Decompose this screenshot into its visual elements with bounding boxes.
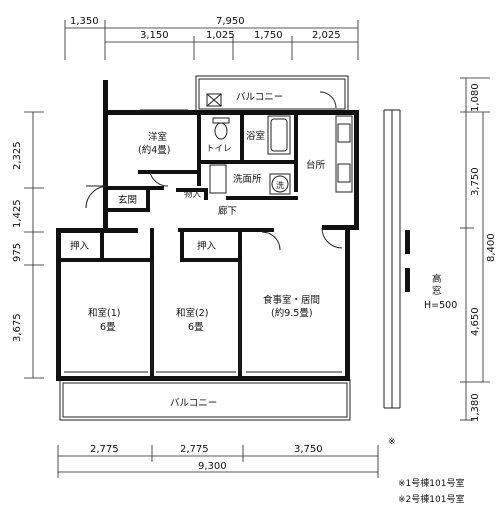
dim-right-seg-2: 3,750 (470, 167, 481, 196)
dining-size: (約9.5畳) (271, 307, 313, 319)
dim-top-seg-2: 1,025 (206, 30, 235, 41)
high-window-label-3: H=500 (424, 300, 457, 311)
dim-left-seg-3: 975 (12, 243, 23, 262)
hallway-label: 廊下 (218, 205, 237, 217)
dim-left-seg-4: 3,675 (12, 313, 23, 342)
note-mark: ※ (388, 437, 396, 447)
dim-right-seg-3: 4,650 (470, 307, 481, 336)
dim-bottom-seg-2: 2,775 (180, 444, 209, 455)
dim-bottom-seg-3: 3,750 (294, 444, 323, 455)
dim-top-seg-1: 3,150 (140, 30, 169, 41)
closet-2-label: 押入 (197, 240, 217, 252)
bathroom-label: 浴室 (246, 130, 265, 142)
washitsu-2-label: 和室(2) (176, 307, 208, 319)
doors-windows (64, 91, 343, 373)
dim-right-seg-1: 1,080 (470, 83, 481, 112)
balcony-top-label: バルコニー (236, 92, 283, 103)
dim-left-seg-2: 1,425 (12, 199, 23, 228)
high-window-label-1: 高 (432, 273, 442, 285)
high-window-label-2: 窓 (432, 285, 442, 297)
balcony-bottom-label: バルコニー (170, 398, 217, 409)
dim-top-seg-4: 2,025 (312, 30, 341, 41)
washroom-label: 洗面所 (233, 173, 262, 185)
note-1: ※1号棟101号室 (398, 477, 464, 489)
fixtures (206, 93, 353, 195)
washitsu-1-size: 6畳 (100, 322, 116, 333)
walls (56, 80, 359, 381)
closet-1-label: 押入 (70, 240, 90, 252)
entrance-label: 玄関 (118, 194, 137, 206)
western-room-label: 洋室 (148, 131, 167, 143)
dim-right-seg-4: 1,380 (470, 393, 481, 422)
washer-label: 洗 (276, 180, 284, 190)
dim-top-total: 7,950 (216, 16, 245, 27)
storage-small-label: 物入 (184, 189, 202, 200)
dimension-lines (24, 20, 490, 478)
note-2: ※2号棟101号室 (398, 493, 464, 505)
dining-label: 食事室・居間 (263, 294, 320, 306)
dim-bottom-total: 9,300 (198, 461, 227, 472)
dim-top-left: 1,350 (70, 16, 99, 27)
dim-right-total: 8,400 (486, 233, 497, 262)
washitsu-2-size: 6畳 (188, 322, 204, 333)
western-room-size: (約4畳) (138, 144, 170, 156)
dim-left-seg-1: 2,325 (12, 141, 23, 170)
dim-bottom-seg-1: 2,775 (90, 444, 119, 455)
kitchen-label: 台所 (306, 159, 326, 171)
washitsu-1-label: 和室(1) (88, 307, 120, 319)
dim-top-seg-3: 1,750 (254, 30, 283, 41)
toilet-label: トイレ (206, 144, 232, 154)
right-window-wall (383, 109, 410, 409)
